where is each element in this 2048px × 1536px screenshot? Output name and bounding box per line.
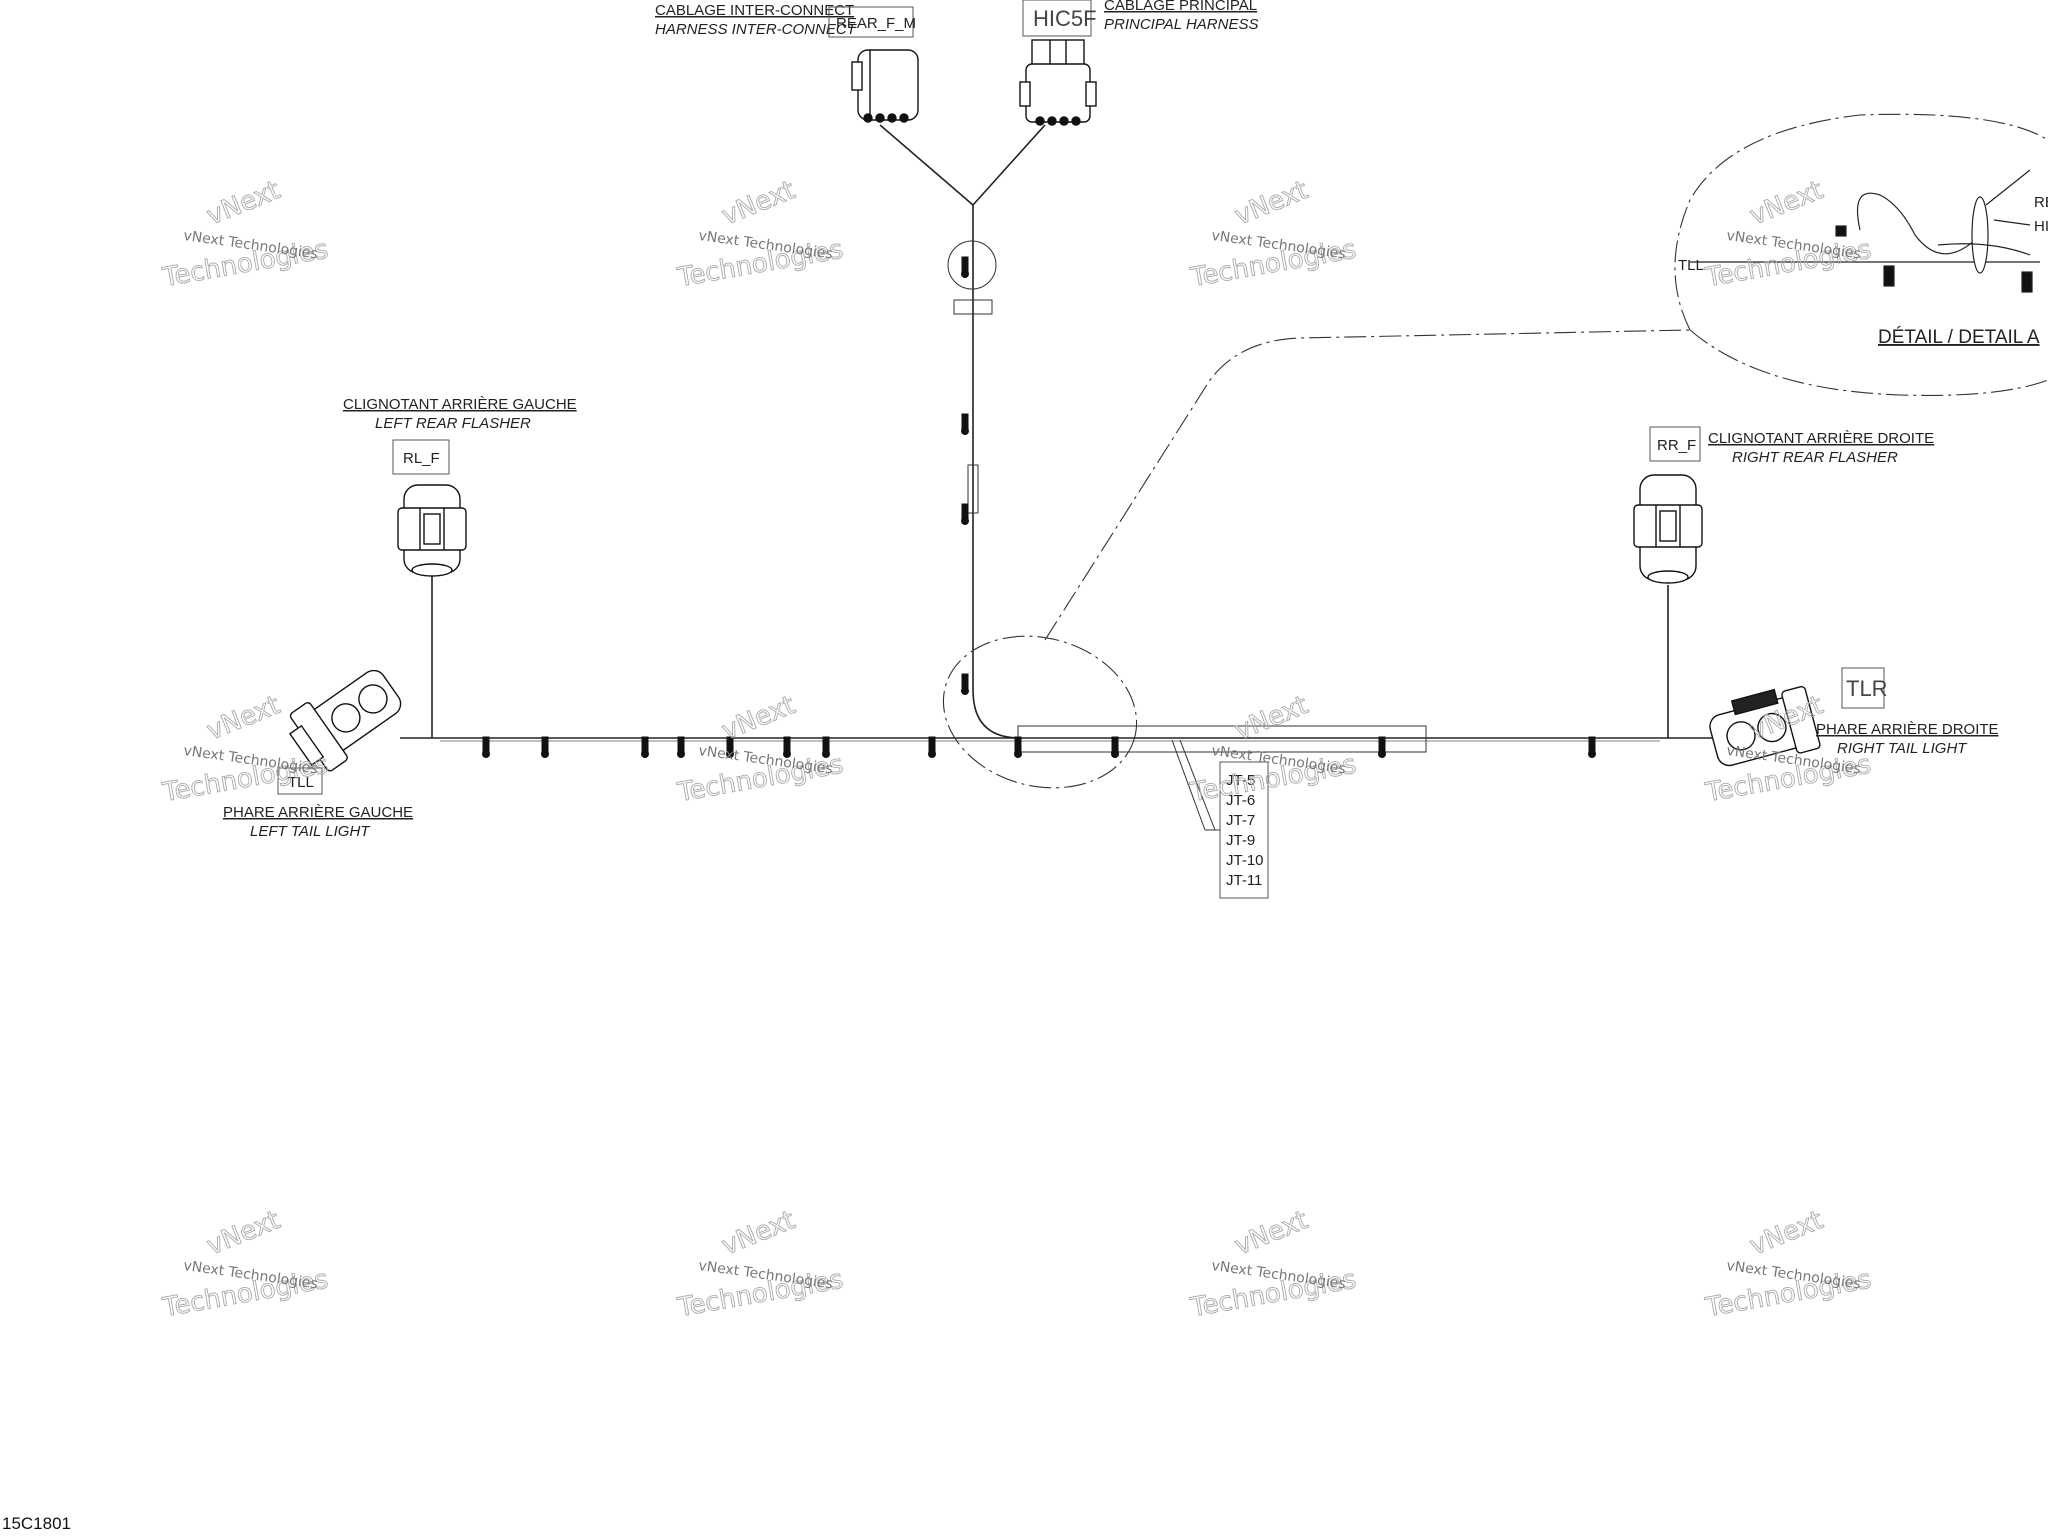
detail-tll-code: TLL [1678,257,1704,274]
detail-re-code: RE [2034,194,2048,211]
harness-clip-icon [822,736,830,758]
svg-text:LEFT REAR FLASHER: LEFT REAR FLASHER [375,415,531,432]
svg-text:vNext: vNext [203,1205,285,1261]
left-rear-flasher-label: CLIGNOTANT ARRIÈRE GAUCHE LEFT REAR FLAS… [343,396,577,432]
tll-code: TLL [288,774,314,791]
junction-leader [1171,739,1220,831]
rr-f-code: RR_F [1657,437,1696,454]
harness-clip-icon [1111,736,1119,758]
junction-list-box [1219,761,1269,899]
svg-text:HARNESS INTER-CONNECT: HARNESS INTER-CONNECT [655,21,858,38]
harness-clip-icon [641,736,649,758]
rear-f-m-code: REAR_F_M [836,15,916,32]
harness-clip-icon [1014,736,1022,758]
svg-text:PRINCIPAL HARNESS: PRINCIPAL HARNESS [1104,16,1259,33]
svg-text:vNext: vNext [203,175,285,231]
svg-text:RIGHT REAR FLASHER: RIGHT REAR FLASHER [1732,449,1898,466]
clip-detail-circle [947,240,997,290]
svg-text:vNext: vNext [1231,1205,1313,1261]
rl-f-code-box [392,439,450,475]
harness-clips [482,256,1596,758]
detail-a-title: DÉTAIL / DETAIL A [1878,327,2040,348]
harness-clip-icon [726,736,734,758]
tlr-code-box [1841,667,1885,709]
svg-text:RIGHT TAIL LIGHT: RIGHT TAIL LIGHT [1837,740,1968,757]
harness-clip-icon [1588,736,1596,758]
svg-text:vNext: vNext [718,175,800,231]
svg-text:PHARE ARRIÈRE GAUCHE: PHARE ARRIÈRE GAUCHE [223,804,413,821]
inter-connect-harness-label: CABLAGE INTER-CONNECT HARNESS INTER-CONN… [655,2,858,38]
svg-text:vNext: vNext [1231,175,1313,231]
rear-f-m-code-box [828,6,914,38]
right-rear-flasher-connector-icon [1633,474,1703,584]
harness-clip-icon [961,673,969,695]
svg-text:CABLAGE PRINCIPAL: CABLAGE PRINCIPAL [1104,0,1257,14]
harness-clip-icon [783,736,791,758]
harness-wires [400,124,1712,742]
junction-label: JT-7 [1226,812,1255,829]
left-tail-light-label: PHARE ARRIÈRE GAUCHE LEFT TAIL LIGHT [223,804,413,840]
junction-label: JT-11 [1226,872,1262,889]
svg-text:LEFT TAIL LIGHT: LEFT TAIL LIGHT [250,823,371,840]
rr-f-code-box [1649,426,1701,462]
detail-callout [942,113,2048,789]
harness-sleeves [953,299,1427,753]
svg-text:vNext: vNext [1746,175,1828,231]
harness-clip-icon [961,413,969,435]
harness-clip-icon [677,736,685,758]
tlr-code: TLR [1846,676,1888,701]
junction-label: JT-9 [1226,832,1255,849]
right-tail-light-connector-icon [1709,685,1821,767]
svg-text:vNext: vNext [203,690,285,746]
junction-label: JT-5 [1226,772,1255,789]
document-id: 15C1801 [2,1514,72,1533]
detail-a-graphics [1690,169,2040,293]
harness-clip-icon [482,736,490,758]
svg-text:vNext: vNext [1746,1205,1828,1261]
detail-hi-code: HI [2034,218,2048,235]
svg-text:CABLAGE INTER-CONNECT: CABLAGE INTER-CONNECT [655,2,854,19]
junction-label: JT-10 [1226,852,1264,869]
left-tail-light-connector-icon [288,669,402,772]
svg-text:CLIGNOTANT ARRIÈRE GAUCHE: CLIGNOTANT ARRIÈRE GAUCHE [343,396,577,413]
hic5f-code: HIC5F [1033,6,1097,31]
right-tail-light-label: PHARE ARRIÈRE DROITE RIGHT TAIL LIGHT [1816,721,1999,757]
harness-clip-icon [961,503,969,525]
svg-text:PHARE ARRIÈRE DROITE: PHARE ARRIÈRE DROITE [1816,721,1999,738]
rl-f-code: RL_F [403,450,440,467]
hic5f-code-box [1022,0,1092,37]
harness-clip-icon [928,736,936,758]
tll-code-box [277,767,323,795]
rear-f-m-connector-icon [851,49,919,123]
svg-text:CLIGNOTANT ARRIÈRE DROITE: CLIGNOTANT ARRIÈRE DROITE [1708,430,1934,447]
svg-text:vNext: vNext [718,1205,800,1261]
left-rear-flasher-connector-icon [397,484,467,577]
harness-clip-icon [541,736,549,758]
harness-clip-icon [961,256,969,278]
principal-harness-label: CABLAGE PRINCIPAL PRINCIPAL HARNESS [1104,0,1259,33]
harness-clip-icon [1378,736,1386,758]
right-rear-flasher-label: CLIGNOTANT ARRIÈRE DROITE RIGHT REAR FLA… [1708,430,1934,466]
junction-label: JT-6 [1226,792,1255,809]
hic5f-connector-icon [1019,39,1097,126]
